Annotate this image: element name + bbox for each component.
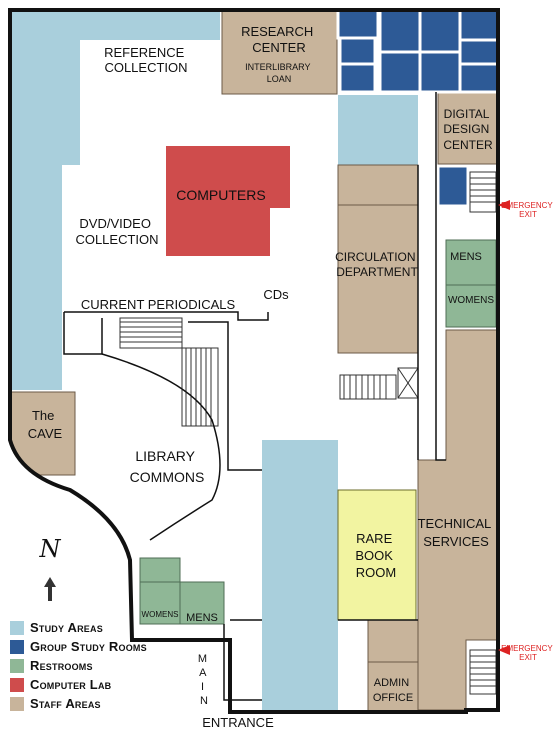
legend-label: Group Study Rooms (30, 639, 147, 654)
womens-restroom-east (445, 284, 497, 328)
interlibrary-loan-label: INTERLIBRARY LOAN (245, 62, 313, 84)
dvd-video-collection-label: DVD/VIDEO COLLECTION (75, 216, 158, 247)
group-study-room (338, 36, 377, 66)
north-letter: N (39, 535, 62, 563)
mens-label-south: MENS (186, 612, 218, 624)
circulation-room (337, 204, 419, 354)
entrance-label: ENTRANCE (202, 715, 274, 730)
legend-swatch (10, 677, 24, 692)
stair-south-east (469, 649, 497, 695)
arrow-icon (498, 200, 510, 210)
legend-label: Computer Lab (30, 677, 112, 692)
reference-collection-label: REFERENCE COLLECTION (104, 45, 188, 75)
map-legend: Study Areas Group Study Rooms Restrooms … (10, 618, 210, 713)
group-study-room (418, 8, 462, 54)
rare-book-room (337, 489, 417, 621)
the-cave-label: The CAVE (28, 408, 63, 441)
arrow-icon (498, 645, 510, 655)
mens-restroom-south (179, 581, 225, 625)
emergency-exit-label-north: EMERGENCY EXIT (501, 201, 555, 219)
legend-label: Restrooms (30, 658, 93, 673)
map-labels: REFERENCE COLLECTION RESEARCH CENTER INT… (28, 24, 555, 730)
circulation-desk-block (337, 164, 419, 206)
womens-label-east: WOMENS (448, 295, 494, 306)
womens-restroom-south (139, 581, 181, 625)
admin-office-room (367, 661, 419, 713)
north-arrow-icon (44, 577, 56, 601)
admin-office-label: ADMIN OFFICE (373, 677, 413, 704)
group-study-room (458, 62, 500, 94)
restroom-vestibule (139, 557, 181, 583)
group-study-room (378, 8, 422, 54)
digital-design-center-label: DIGITAL DESIGN CENTER (443, 107, 493, 152)
restrooms (139, 239, 497, 625)
legend-item: Study Areas (10, 618, 210, 637)
legend-label: Study Areas (30, 620, 103, 635)
legend-item: Restrooms (10, 656, 210, 675)
group-study-rooms (336, 8, 500, 208)
interior-walls (63, 92, 446, 701)
legend-swatch (10, 620, 24, 635)
womens-label-south: WOMENS (142, 610, 179, 619)
legend-swatch (10, 658, 24, 673)
circulation-department-label: CIRCULATION DEPARTMENT (335, 250, 419, 279)
staff-room-south (367, 619, 419, 663)
emergency-exit-markers (498, 200, 510, 655)
legend-label: Staff Areas (30, 696, 101, 711)
legend-swatch (10, 639, 24, 654)
legend-item: Computer Lab (10, 675, 210, 694)
special-rooms (166, 146, 417, 621)
research-center-label: RESEARCH CENTER (241, 24, 317, 55)
group-study-room (436, 164, 470, 208)
rare-book-room-label: RARE BOOK ROOM (355, 531, 396, 580)
technical-services-label: TECHNICAL SERVICES (418, 516, 495, 549)
main-label-vertical: M A I N (198, 653, 210, 707)
stairs (119, 171, 497, 695)
computer-lab-room (166, 146, 290, 256)
mens-restroom-east (445, 239, 497, 286)
stair-north-commons (119, 317, 183, 349)
outer-wall (8, 8, 500, 714)
legend-swatch (10, 696, 24, 711)
study-areas (10, 10, 418, 710)
emergency-exit-label-south: EMERGENCY EXIT (501, 644, 555, 662)
group-study-room (458, 38, 500, 66)
group-study-room (338, 62, 377, 94)
legend-item: Staff Areas (10, 694, 210, 713)
cds-label: CDs (263, 287, 289, 302)
computers-label: COMPUTERS (176, 187, 265, 203)
digital-design-center-room (437, 91, 499, 165)
group-study-room (458, 8, 500, 42)
group-study-room (378, 50, 422, 94)
stair-commons-east (181, 347, 219, 427)
north-arrow: N (39, 535, 62, 601)
library-commons-label: LIBRARY COMMONS (130, 448, 205, 485)
legend-item: Group Study Rooms (10, 637, 210, 656)
group-study-room (418, 50, 462, 94)
group-study-room (336, 8, 380, 40)
study-area-west (10, 10, 220, 390)
mens-label-east: MENS (450, 251, 482, 263)
study-area-south-center (262, 440, 338, 710)
study-area-north-center (338, 95, 418, 165)
staff-areas (9, 9, 499, 713)
current-periodicals-label: CURRENT PERIODICALS (81, 297, 236, 312)
